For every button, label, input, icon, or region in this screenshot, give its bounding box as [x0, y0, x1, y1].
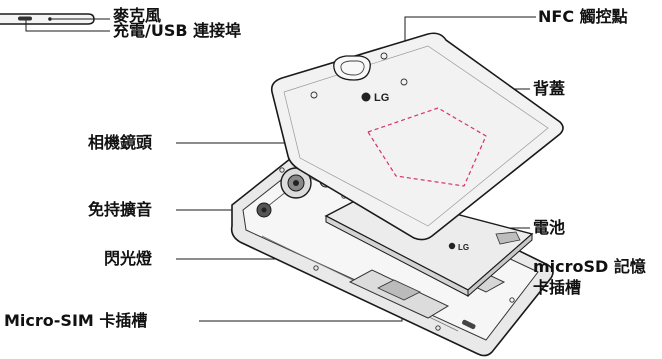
label-speaker: 免持擴音 — [88, 200, 153, 219]
nfc-area-shape — [367, 107, 487, 187]
leader-sim — [199, 305, 403, 322]
label-camera-lens: 相機鏡頭 — [88, 133, 153, 152]
back-cover-shape: LG — [270, 32, 564, 241]
label-micro-sim-slot: Micro-SIM 卡插槽 — [4, 311, 148, 330]
label-microsd-line2: 卡插槽 — [533, 278, 582, 297]
label-charger-port: 充電/USB 連接埠 — [113, 21, 242, 40]
label-battery: 電池 — [533, 218, 566, 237]
cover-logo: LG — [374, 92, 389, 104]
charger-port-shape — [18, 16, 32, 21]
label-microphone: 麥克風 — [113, 6, 162, 25]
label-back-cover: 背蓋 — [533, 79, 566, 98]
microphone-hole — [48, 17, 52, 21]
battery-logo: LG — [458, 243, 469, 252]
label-flash: 閃光燈 — [104, 249, 153, 268]
label-nfc-area: NFC 觸控點 — [538, 7, 628, 26]
label-microsd-line1: microSD 記憶 — [533, 257, 646, 276]
leader-charger-port — [25, 20, 110, 32]
